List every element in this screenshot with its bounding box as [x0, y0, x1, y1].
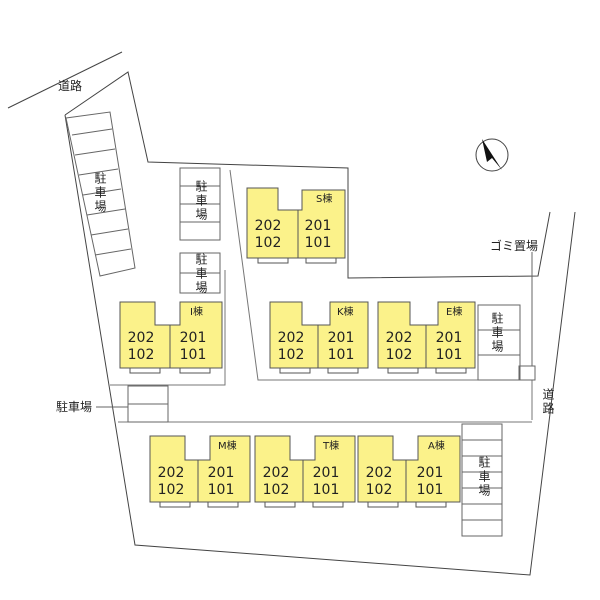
room-201-S: 201 [304, 218, 332, 234]
parking-label-left-bottom: 駐車場 [56, 400, 93, 414]
room-202-E: 202 [385, 330, 413, 346]
building-T [254, 435, 356, 508]
room-202-T: 202 [262, 465, 290, 481]
driveway-line-left [110, 270, 226, 386]
room-101-M: 101 [207, 482, 235, 498]
parking-label-center-top: 駐車場 [194, 180, 208, 222]
room-202-A: 202 [365, 465, 393, 481]
parking-center-mid [179, 252, 221, 294]
parking-label-right-mid: 駐車場 [490, 312, 504, 354]
trash-area [518, 365, 536, 381]
building-M [149, 435, 251, 508]
building-A [357, 435, 461, 508]
parking-left-bottom [127, 385, 169, 423]
building-name-M: M棟 [218, 441, 237, 452]
room-101-I: 101 [179, 347, 207, 363]
building-name-I: I棟 [190, 307, 203, 318]
room-102-K: 102 [277, 347, 305, 363]
room-102-E: 102 [385, 347, 413, 363]
room-102-T: 102 [262, 482, 290, 498]
road-edge-top [7, 51, 123, 109]
room-102-S: 102 [254, 235, 282, 251]
building-I [119, 301, 223, 374]
parking-label-right-bottom: 駐車場 [477, 456, 491, 498]
parking-right-bottom [461, 423, 503, 537]
building-K [269, 301, 369, 374]
room-102-M: 102 [157, 482, 185, 498]
building-name-S: S棟 [316, 194, 333, 205]
building-name-K: K棟 [337, 307, 354, 318]
room-202-M: 202 [157, 465, 185, 481]
room-102-A: 102 [365, 482, 393, 498]
room-201-A: 201 [416, 465, 444, 481]
driveway-line-inner [229, 169, 533, 420]
room-202-S: 202 [254, 218, 282, 234]
room-201-E: 201 [435, 330, 463, 346]
room-202-K: 202 [277, 330, 305, 346]
parking-right-mid [477, 304, 521, 381]
building-S [246, 187, 346, 264]
north-arrow-icon [475, 138, 509, 172]
parking-center-top [179, 167, 221, 241]
parking-label-center-mid: 駐車場 [194, 253, 208, 295]
site-boundary-top [64, 71, 551, 279]
room-101-A: 101 [416, 482, 444, 498]
building-name-E: E棟 [446, 307, 463, 318]
trash-label: ゴミ置場 [490, 239, 539, 253]
room-101-T: 101 [312, 482, 340, 498]
room-202-I: 202 [127, 330, 155, 346]
building-name-T: T棟 [323, 441, 340, 452]
building-E [377, 301, 476, 374]
room-101-E: 101 [435, 347, 463, 363]
room-101-S: 101 [304, 235, 332, 251]
road-label-top: 道路 [58, 79, 83, 93]
room-201-K: 201 [327, 330, 355, 346]
room-201-M: 201 [207, 465, 235, 481]
room-102-I: 102 [127, 347, 155, 363]
parking-label-top-left: 駐車場 [93, 172, 107, 214]
parking-top-left [65, 111, 136, 277]
site-boundary-outer [64, 114, 576, 576]
road-label-right: 道路 [541, 388, 555, 416]
room-101-K: 101 [327, 347, 355, 363]
building-name-A: A棟 [428, 441, 445, 452]
room-201-I: 201 [179, 330, 207, 346]
room-201-T: 201 [312, 465, 340, 481]
